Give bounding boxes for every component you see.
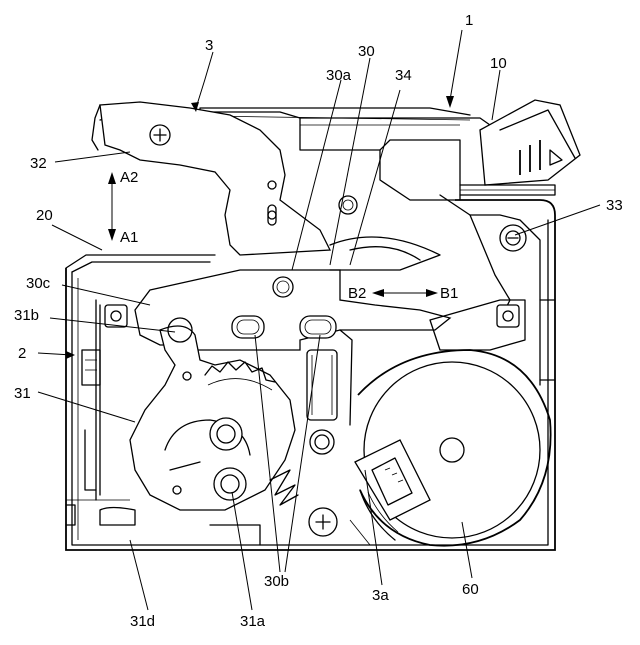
direction-arrow-b bbox=[372, 289, 438, 297]
label-10: 10 bbox=[490, 55, 507, 72]
label-1: 1 bbox=[465, 12, 473, 29]
label-2: 2 bbox=[18, 345, 26, 362]
label-30: 30 bbox=[358, 43, 375, 60]
label-20: 20 bbox=[36, 207, 53, 224]
label-31d: 31d bbox=[130, 613, 155, 630]
label-A1: A1 bbox=[120, 229, 138, 246]
label-33: 33 bbox=[606, 197, 623, 214]
label-A2: A2 bbox=[120, 169, 138, 186]
label-30c: 30c bbox=[26, 275, 51, 292]
direction-arrow-a bbox=[108, 172, 116, 241]
label-60: 60 bbox=[462, 581, 479, 598]
base-screw bbox=[100, 508, 370, 546]
label-31b: 31b bbox=[14, 307, 39, 324]
plunger bbox=[307, 330, 352, 454]
label-32: 32 bbox=[30, 155, 47, 172]
motor-60 bbox=[355, 350, 551, 546]
label-3: 3 bbox=[205, 37, 213, 54]
label-30a: 30a bbox=[326, 67, 352, 84]
label-31: 31 bbox=[14, 385, 31, 402]
release-handle bbox=[460, 100, 580, 195]
label-34: 34 bbox=[395, 67, 412, 84]
label-30b: 30b bbox=[264, 573, 289, 590]
left-bracket bbox=[82, 300, 127, 500]
label-B1: B1 bbox=[440, 285, 458, 302]
label-31a: 31a bbox=[240, 613, 266, 630]
label-B2: B2 bbox=[348, 285, 366, 302]
label-3a: 3a bbox=[372, 587, 389, 604]
